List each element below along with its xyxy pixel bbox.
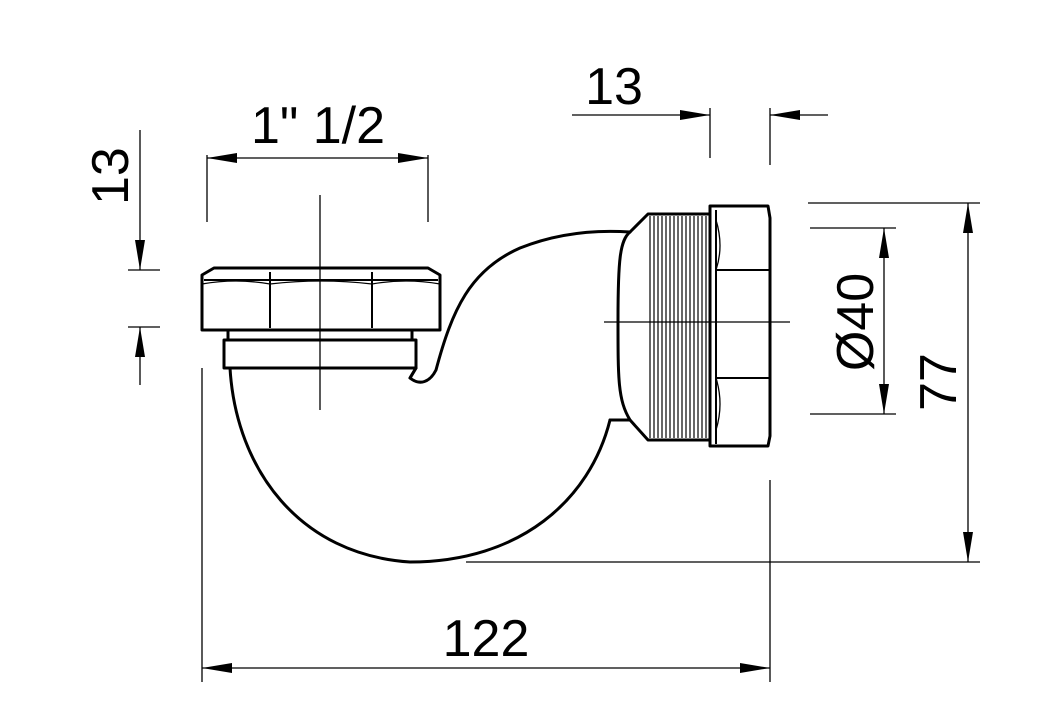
outlet-threads <box>649 216 707 438</box>
dim-label-top-left-height: 13 <box>82 147 140 205</box>
dim-overall-width: 122 <box>201 368 771 682</box>
dim-outlet-diameter: Ø40 <box>810 227 896 415</box>
dim-top-left-height: 13 <box>82 130 160 385</box>
dim-label-nut-thread: 1" 1/2 <box>251 97 385 155</box>
dim-nut-thread: 1" 1/2 <box>206 97 429 222</box>
trap-body <box>200 204 772 564</box>
center-lines <box>319 195 790 410</box>
dim-label-outlet-diameter: Ø40 <box>827 273 885 371</box>
dim-top-right-length: 13 <box>572 58 828 165</box>
dim-label-overall-width: 122 <box>443 610 530 668</box>
dim-label-overall-height: 77 <box>910 353 968 411</box>
dim-overall-height: 77 <box>466 202 980 563</box>
dim-label-top-right-length: 13 <box>585 58 643 116</box>
